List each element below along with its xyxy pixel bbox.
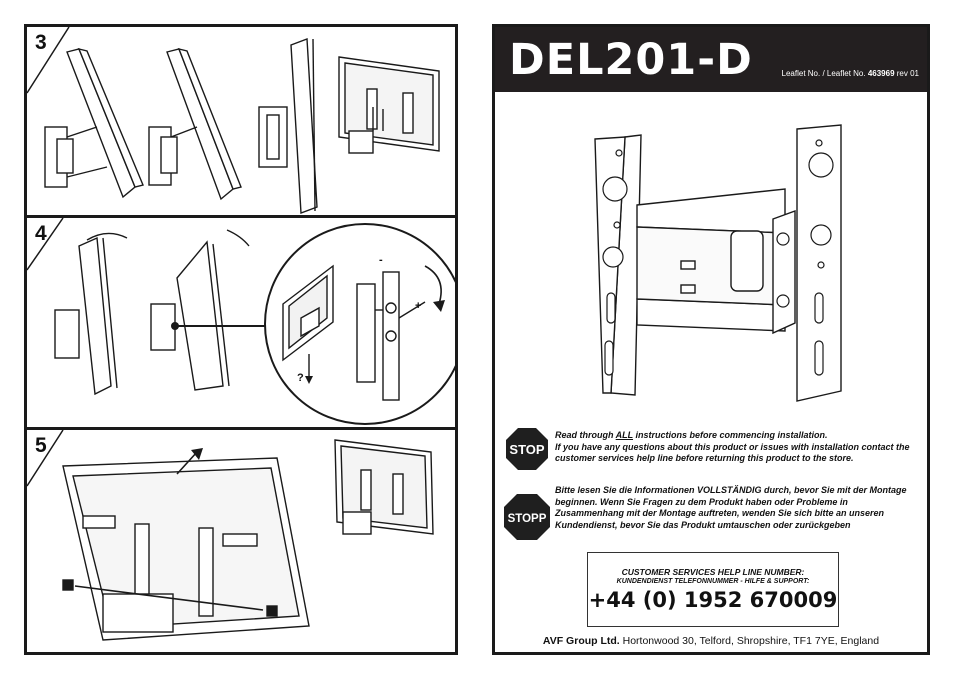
- question-label: ?: [297, 372, 304, 384]
- stopp-sign-icon: STOPP: [504, 494, 550, 540]
- warning-english: Read through ALL instructions before com…: [555, 430, 917, 465]
- warning-en-line1-pre: Read through: [555, 430, 616, 440]
- step-3-panel: 3: [27, 27, 455, 218]
- step-5-panel: 5: [27, 430, 455, 652]
- leaflet-number: Leaflet No. / Leaflet No. 463969 rev 01: [782, 69, 919, 78]
- warning-en-all: ALL: [615, 430, 634, 440]
- leaflet-prefix: Leaflet No. / Leaflet No.: [781, 69, 866, 78]
- helpline-title: CUSTOMER SERVICES HELP LINE NUMBER:: [621, 567, 805, 577]
- stopp-sign-label: STOPP: [508, 513, 547, 525]
- warning-de-text: Bitte lesen Sie die Informationen VOLLST…: [555, 485, 907, 530]
- instructions-page: 3: [24, 24, 458, 655]
- company-address: AVF Group Ltd. Hortonwood 30, Telford, S…: [495, 635, 927, 647]
- company-name: AVF Group Ltd.: [542, 635, 620, 647]
- step-5-illustration: [27, 430, 434, 641]
- step-number: 5: [35, 434, 47, 457]
- helpline-subtitle: KUNDENDIENST TELEFONNUMMER - HILFE & SUP…: [616, 578, 810, 585]
- stop-sign-icon: STOP: [506, 428, 548, 470]
- cover-page: DEL201-D Leaflet No. / Leaflet No. 46396…: [492, 24, 930, 655]
- step-4-illustration: [27, 218, 455, 425]
- step-4-panel: - + ? 4: [27, 218, 455, 430]
- step-3-illustration: [27, 27, 440, 214]
- leaflet-id: 463969: [867, 69, 895, 78]
- warning-en-rest: If you have any questions about this pro…: [555, 441, 910, 464]
- helpline-phone: +44 (0) 1952 670009: [588, 588, 838, 612]
- plus-label: +: [415, 300, 422, 312]
- stop-sign-label: STOP: [509, 442, 544, 457]
- company-address-text: Hortonwood 30, Telford, Shropshire, TF1 …: [619, 635, 880, 647]
- step-number: 3: [35, 31, 47, 54]
- step-number: 4: [35, 222, 47, 245]
- leaflet-rev: rev 01: [896, 69, 919, 78]
- helpline-box: CUSTOMER SERVICES HELP LINE NUMBER: KUND…: [587, 552, 839, 627]
- model-title: DEL201-D: [509, 35, 753, 85]
- minus-label: -: [379, 254, 383, 266]
- warning-en-line1-post: instructions before commencing installat…: [633, 430, 828, 440]
- header-bar: DEL201-D Leaflet No. / Leaflet No. 46396…: [495, 27, 927, 92]
- bracket-product-image: [594, 124, 842, 402]
- warning-german: Bitte lesen Sie die Informationen VOLLST…: [555, 485, 917, 531]
